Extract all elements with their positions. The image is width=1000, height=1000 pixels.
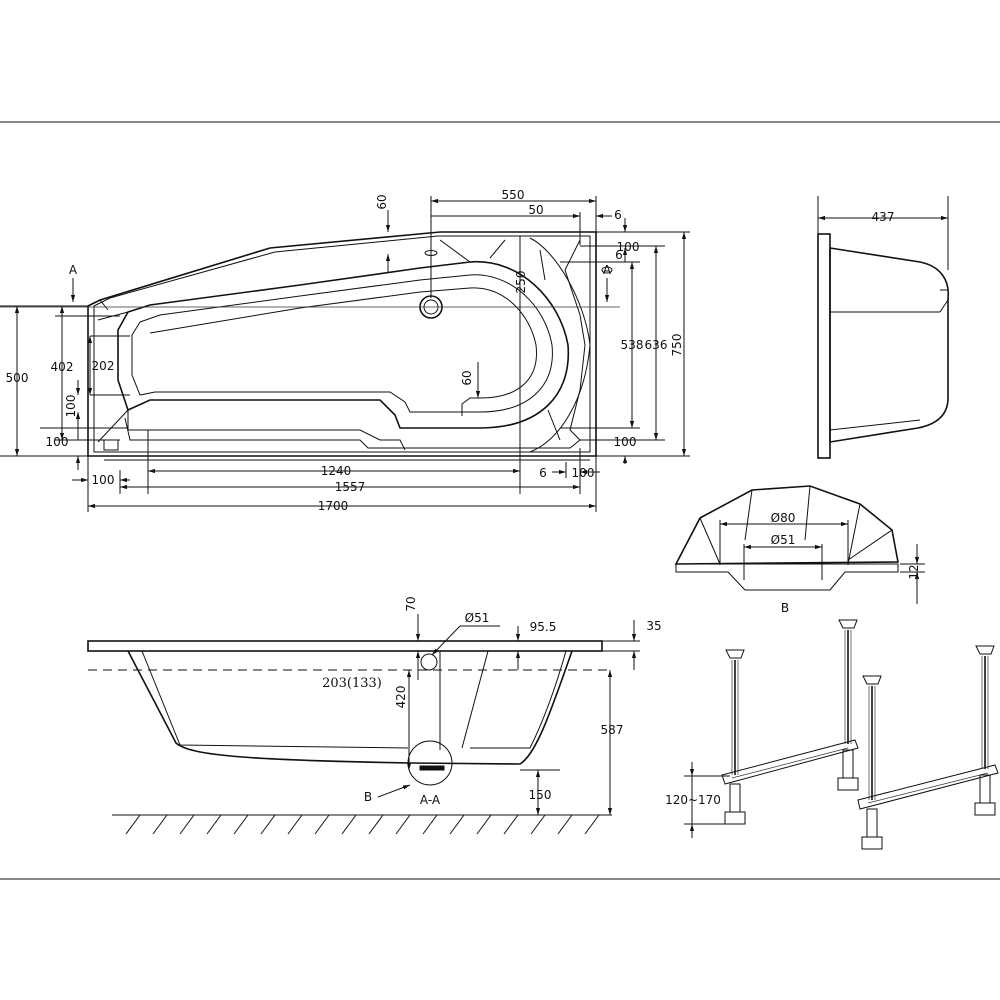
dim-636: 636 [645,338,668,352]
dim-150: 150 [529,788,552,802]
dim-100-right: 100 [614,435,637,449]
label-b-section: B [364,790,372,804]
dim-95-5: 95.5 [530,620,557,634]
dim-500: 500 [6,371,29,385]
dim-250: 250 [514,271,528,294]
dim-100-top: 100 [617,240,640,254]
dim-6-bottom: 6 [539,466,547,480]
dim-6-top: 6 [614,208,622,222]
section-mark-a-right: A [603,263,612,277]
dim-d51-detail: Ø51 [771,533,796,547]
dim-12: 12 [907,564,921,579]
dim-750: 750 [670,334,684,357]
dim-1700: 1700 [318,499,349,513]
leg-assembly-front [721,619,859,825]
dim-402: 402 [51,360,74,374]
section-mark-a-left: A [69,263,78,277]
dim-60-mid: 60 [460,370,474,385]
dim-6-top-b: 6 [615,248,623,262]
top-view: A A 550 50 60 6 100 6 250 538 636 750 50… [0,188,690,513]
dim-550: 550 [502,188,525,202]
dim-d51-section: Ø51 [465,611,490,625]
dim-420: 420 [394,686,408,709]
dim-1240: 1240 [321,464,352,478]
dim-100-bottom-left: 100 [46,435,69,449]
dim-100-lower-left: 100 [92,473,115,487]
dim-538: 538 [621,338,644,352]
label-b-detail: B [781,601,789,615]
sheet-frame [0,121,1000,880]
dim-35: 35 [646,619,661,633]
dim-d80: Ø80 [771,511,796,525]
leg-height-dimension: 120~170 [665,762,730,838]
dim-100-left: 100 [64,395,78,418]
leg-assembly-back [857,645,999,850]
label-a-a: A-A [420,793,441,807]
side-view: 437 [817,196,949,459]
dim-100-bottom-right: 100 [572,466,595,480]
dim-202: 202 [92,359,115,373]
dim-50: 50 [528,203,543,217]
ground-hatch [125,814,600,835]
dim-120-170: 120~170 [665,793,721,807]
detail-b: Ø80 Ø51 12 B [674,485,925,615]
dim-587: 587 [601,723,624,737]
section-view: 70 Ø51 95.5 35 203(133) 420 587 150 B A-… [87,596,662,835]
dim-70: 70 [404,596,418,611]
dim-437: 437 [872,210,895,224]
dim-1557: 1557 [335,480,366,494]
dim-203: 203(133) [322,676,382,691]
dim-60-top: 60 [375,194,389,209]
